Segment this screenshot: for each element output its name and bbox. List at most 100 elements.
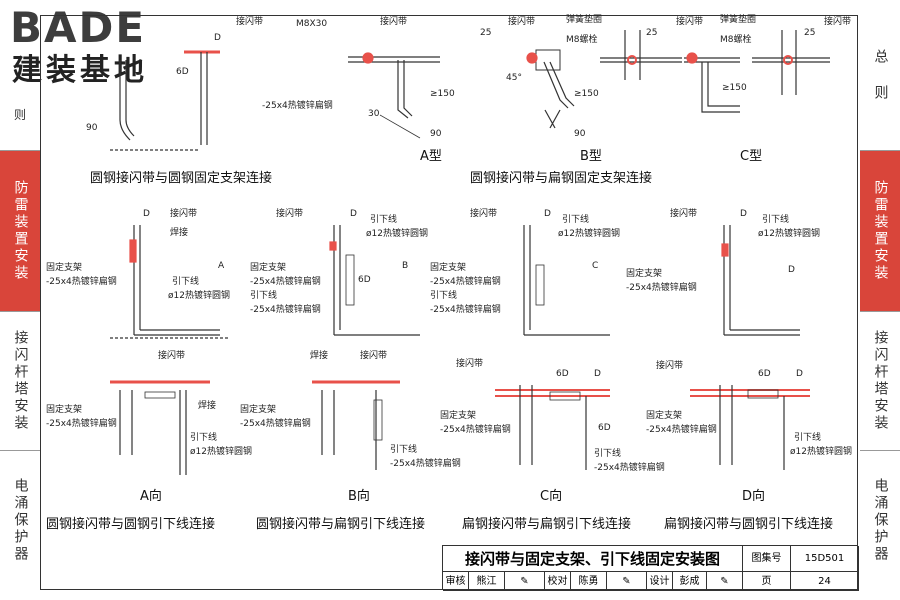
label-flat-steel: -25x4热镀锌扁钢 [390, 457, 461, 469]
page-number: 24 [791, 572, 859, 591]
label-yinxiaxian: 引下线 [594, 447, 621, 459]
label-dim-6d: 6D [176, 67, 189, 77]
logo-brand: BADE [10, 3, 147, 52]
page-label: 页 [743, 572, 791, 591]
left-tab-lightning-device-label: 防雷装置安装 [12, 180, 29, 282]
label-guding-zhijia: 固定支架 [646, 409, 682, 421]
caption-row1-right: 圆钢接闪带与扁钢固定支架连接 [470, 170, 652, 186]
detail-type-c [600, 30, 682, 80]
left-tab-surge[interactable]: 电涌保护器 [0, 455, 40, 585]
label-flat-steel: -25x4热镀锌扁钢 [440, 423, 511, 435]
label-m8-bolt: M8螺栓 [720, 33, 752, 45]
label-dim-90: 90 [430, 129, 442, 139]
label-dim-25: 25 [480, 28, 491, 38]
label-dim-90: 90 [86, 123, 98, 133]
title-block: 接闪带与固定支架、引下线固定安装图 图集号 15D501 审核 熊江 ✎ 校对 … [442, 545, 859, 591]
label-dim-6d: 6D [598, 423, 611, 433]
label-flat-steel: -25x4热镀锌扁钢 [250, 303, 321, 315]
label-spring-washer: 弹簧垫圈 [720, 13, 756, 25]
tab-general[interactable]: 总则 [860, 35, 900, 135]
review-label: 审核 [443, 572, 469, 591]
label-dim-d: D [214, 33, 221, 43]
brand-logo: BADE 建装基地 [4, 2, 184, 94]
tab-rod-tower[interactable]: 接闪杆塔安装 [860, 313, 900, 448]
tab-surge[interactable]: 电涌保护器 [860, 455, 900, 585]
caption-dir-a: A向 [140, 488, 162, 504]
label-guding-zhijia: 固定支架 [250, 261, 286, 273]
left-tab-general[interactable]: 则 [0, 95, 40, 135]
label-dim-d: D [544, 209, 551, 219]
tab-rod-tower-label: 接闪杆塔安装 [872, 329, 889, 432]
label-guding-zhijia: 固定支架 [440, 409, 476, 421]
label-round-steel: ø12热镀锌圆钢 [758, 227, 820, 239]
label-dim-150: ≥150 [574, 89, 599, 99]
label-dim-45: 45° [506, 73, 522, 83]
label-guding-zhijia: 固定支架 [626, 267, 662, 279]
label-dim-d: D [350, 209, 357, 219]
label-hanjie: 焊接 [198, 399, 216, 411]
check-signature: ✎ [607, 572, 647, 591]
label-yinxiaxian: 引下线 [390, 443, 417, 455]
label-round-steel: ø12热镀锌圆钢 [558, 227, 620, 239]
check-label: 校对 [545, 572, 571, 591]
left-tab-general-label: 则 [13, 107, 26, 122]
detail-type-c3 [752, 30, 830, 95]
label-guding-zhijia: 固定支架 [430, 261, 466, 273]
label-dim-150: ≥150 [430, 89, 455, 99]
label-yinxiaxian: 引下线 [762, 213, 789, 225]
caption-row3-a: 圆钢接闪带与圆钢引下线连接 [46, 516, 215, 532]
view-b [312, 380, 400, 470]
elevation-b [329, 225, 420, 336]
label-flat-steel: -25x4热镀锌扁钢 [646, 423, 717, 435]
view-a [110, 380, 210, 475]
label-jieshandai: 接闪带 [236, 15, 263, 27]
tab-surge-label: 电涌保护器 [872, 477, 889, 563]
tab-divider [860, 311, 900, 312]
label-guding-zhijia: 固定支架 [46, 403, 82, 415]
label-flat-steel: -25x4热镀锌扁钢 [262, 99, 333, 111]
left-tab-lightning-device[interactable]: 防雷装置安装 [0, 151, 40, 311]
caption-dir-b: B向 [348, 488, 370, 504]
label-flat-steel: -25x4热镀锌扁钢 [240, 417, 311, 429]
label-round-steel: ø12热镀锌圆钢 [168, 289, 230, 301]
label-dim-d: D [796, 369, 803, 379]
label-yinxiaxian: 引下线 [794, 431, 821, 443]
arrow-label-a: A [218, 261, 225, 271]
label-yinxiaxian: 引下线 [562, 213, 589, 225]
detail-type-c2 [684, 52, 740, 113]
label-flat-steel: -25x4热镀锌扁钢 [430, 303, 501, 315]
label-yinxiaxian: 引下线 [370, 213, 397, 225]
caption-row3-b: 圆钢接闪带与扁钢引下线连接 [256, 516, 425, 532]
caption-type-c: C型 [740, 149, 762, 164]
label-guding-zhijia: 固定支架 [240, 403, 276, 415]
label-round-steel: ø12热镀锌圆钢 [790, 445, 852, 457]
label-dim-d: D [143, 209, 150, 219]
label-dim-90: 90 [574, 129, 586, 139]
left-tab-rod-tower[interactable]: 接闪杆塔安装 [0, 313, 40, 448]
left-section-tabs: 则 防雷装置安装 接闪杆塔安装 电涌保护器 [0, 15, 40, 590]
elevation-d [721, 225, 800, 336]
label-jieshandai: 接闪带 [676, 15, 703, 27]
label-m8-bolt: M8螺栓 [566, 33, 598, 45]
label-flat-steel: -25x4热镀锌扁钢 [626, 281, 697, 293]
tab-lightning-device[interactable]: 防雷装置安装 [860, 151, 900, 311]
tab-lightning-device-label: 防雷装置安装 [872, 180, 889, 282]
label-dim-25: 25 [646, 28, 657, 38]
label-dim-d: D [594, 369, 601, 379]
label-round-steel: ø12热镀锌圆钢 [190, 445, 252, 457]
label-hanjie: 焊接 [170, 226, 188, 238]
detail-round-round [110, 50, 220, 151]
caption-row3-c: 扁钢接闪带与扁钢引下线连接 [462, 516, 631, 532]
label-flat-steel: -25x4热镀锌扁钢 [46, 275, 117, 287]
elevation-a [110, 225, 230, 339]
label-dim-6d: 6D [358, 275, 371, 285]
review-signature: ✎ [505, 572, 545, 591]
label-jieshandai: 接闪带 [276, 207, 303, 219]
atlas-number: 15D501 [791, 546, 859, 572]
caption-row3-d: 扁钢接闪带与圆钢引下线连接 [664, 516, 833, 532]
label-yinxiaxian: 引下线 [172, 275, 199, 287]
label-flat-steel: -25x4热镀锌扁钢 [46, 417, 117, 429]
label-hanjie: 焊接 [310, 349, 328, 361]
label-yinxiaxian: 引下线 [250, 289, 277, 301]
